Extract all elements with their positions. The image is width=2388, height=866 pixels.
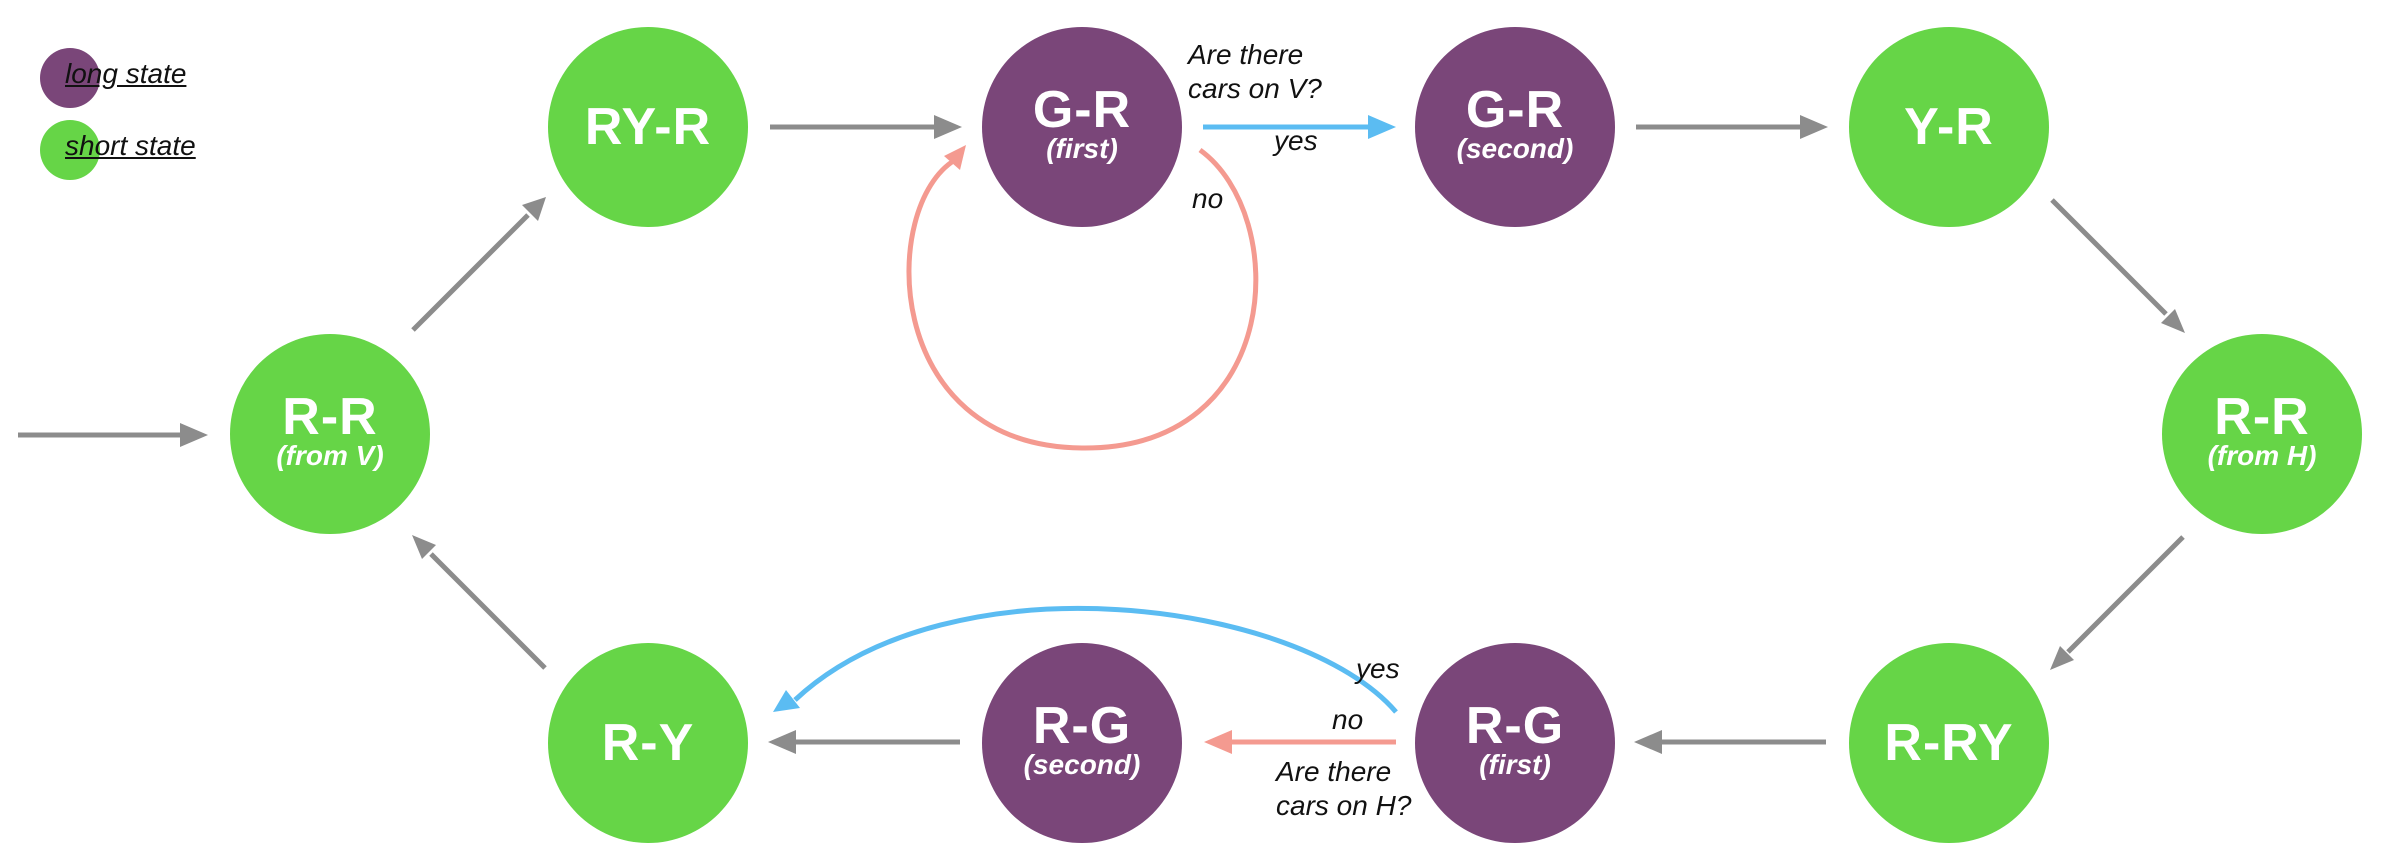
legend-short-label: short state [65, 130, 196, 161]
arrow-gr1-to-gr2-yes [1203, 115, 1396, 139]
state-title: R-R [282, 388, 378, 446]
arrow-rg1-to-ry-yes [773, 605, 1398, 714]
state-rg-second: R-G (second) [982, 643, 1182, 843]
state-r-y: R-Y [548, 643, 748, 843]
arrow-entry [18, 423, 208, 447]
state-subtitle: (first) [1479, 749, 1551, 780]
state-y-r: Y-R [1849, 27, 2049, 227]
state-title: R-G [1032, 697, 1132, 755]
arrow-rrv-to-ryr [411, 197, 546, 332]
state-gr-first: G-R (first) [982, 27, 1182, 227]
state-title: G-R [1032, 81, 1132, 139]
arrow-gr2-to-yr [1636, 115, 1828, 139]
question-line: cars on H? [1276, 790, 1412, 821]
legend-long: long state [40, 48, 300, 108]
state-title: G-R [1465, 81, 1565, 139]
state-title: R-R [2214, 388, 2310, 446]
question-cars-on-h: Are there cars on H? [1276, 755, 1411, 823]
state-rg-first: R-G (first) [1415, 643, 1615, 843]
state-title: R-Y [601, 714, 695, 772]
question-line: Are there [1188, 39, 1304, 70]
arrow-rg1-to-rg2-no [1204, 730, 1396, 754]
state-title: R-RY [1884, 714, 2014, 772]
long-state-swatch [40, 48, 100, 108]
state-subtitle: (from H) [2207, 440, 2317, 471]
state-subtitle: (from V) [276, 440, 384, 471]
state-title: Y-R [1904, 98, 1994, 156]
label-no-top: no [1192, 183, 1224, 214]
state-rr-from-v: R-R (from V) [230, 334, 430, 534]
arrow-rry-to-rg1 [1634, 730, 1826, 754]
question-line: cars on V? [1188, 73, 1322, 104]
state-rr-from-h: R-R (from H) [2162, 334, 2362, 534]
arrow-rg2-to-ry [768, 730, 960, 754]
question-cars-on-v: Are there cars on V? [1188, 38, 1322, 106]
short-state-swatch [40, 120, 100, 180]
legend-short: short state [40, 120, 300, 180]
state-subtitle: (second) [1023, 749, 1141, 780]
label-yes-bottom: yes [1356, 653, 1400, 684]
label-yes-top: yes [1274, 125, 1318, 156]
state-subtitle: (second) [1456, 133, 1574, 164]
state-ry-r: RY-R [548, 27, 748, 227]
state-title: RY-R [584, 98, 712, 156]
arrow-gr1-loop-no [906, 145, 1259, 451]
arrow-ryr-to-gr1 [770, 115, 962, 139]
state-title: R-G [1465, 697, 1565, 755]
question-line: Are there [1276, 756, 1392, 787]
state-gr-second: G-R (second) [1415, 27, 1615, 227]
arrow-ry-to-rrv [412, 535, 547, 670]
state-r-ry: R-RY [1849, 643, 2049, 843]
legend-long-label: long state [65, 58, 187, 89]
state-subtitle: (first) [1046, 133, 1118, 164]
label-no-bottom: no [1332, 704, 1364, 735]
arrow-yr-to-rrh [2050, 198, 2185, 333]
arrow-rrh-to-rry [2050, 535, 2185, 670]
